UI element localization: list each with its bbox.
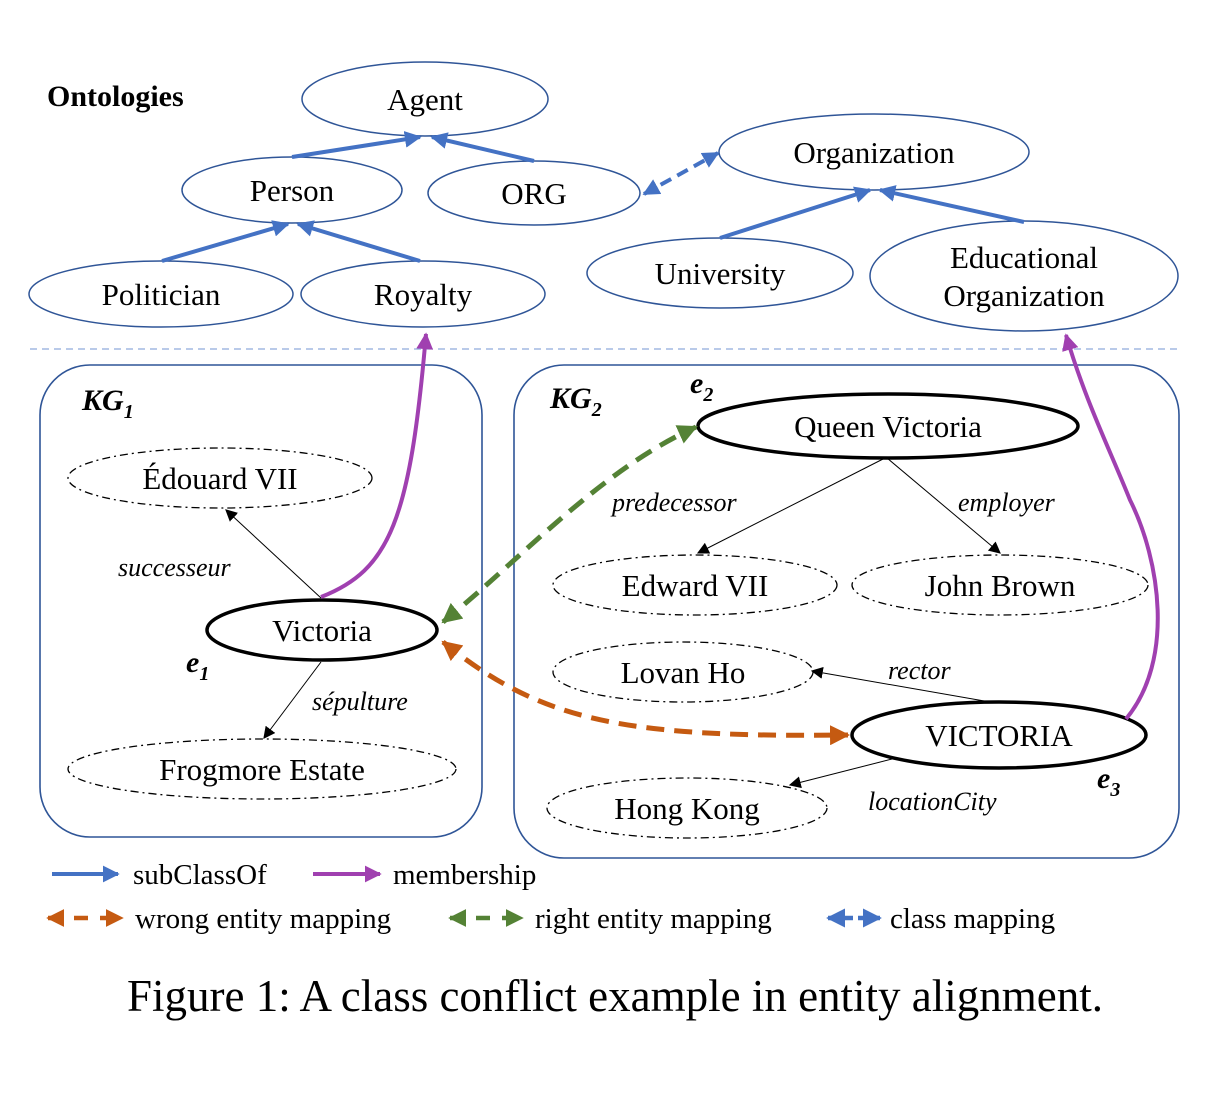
class-university: University: [586, 237, 854, 309]
kg2-edge-predecessor: [696, 457, 886, 554]
kg2-node-queen-victoria: Queen Victoria: [696, 392, 1080, 460]
legend-wrong-mapping-label: wrong entity mapping: [135, 903, 391, 935]
e1-label: e1: [186, 646, 209, 685]
wrong-entity-mapping: [441, 640, 850, 746]
class-educational-label-line2: Organization: [943, 278, 1105, 313]
membership-victoria-educational: [1062, 333, 1160, 721]
ontologies-title: Ontologies: [47, 80, 184, 113]
legend-item-right-mapping: right entity mapping: [448, 903, 772, 935]
legend-right-mapping-label: right entity mapping: [535, 903, 772, 935]
legend: subClassOf membership wrong entity mappi…: [46, 859, 1055, 935]
class-agent: Agent: [301, 61, 549, 137]
kg2-node-john-brown: John Brown: [851, 554, 1149, 616]
kg2-node-lovan-ho: Lovan Ho: [552, 641, 814, 703]
kg1-title: KG1: [81, 384, 134, 423]
e2-label: e2: [690, 367, 713, 406]
edge-royalty-person: [296, 220, 421, 263]
kg2-node-queen-victoria-label: Queen Victoria: [794, 409, 982, 444]
kg2-rel-predecessor: predecessor: [610, 488, 738, 517]
legend-item-wrong-mapping: wrong entity mapping: [46, 903, 391, 935]
subclass-edges: [161, 131, 1025, 263]
kg1-node-edouard: Édouard VII: [67, 447, 373, 509]
kg1-node-victoria: Victoria: [205, 598, 439, 662]
class-organization: Organization: [718, 113, 1030, 191]
class-politician-label: Politician: [102, 277, 221, 312]
kg2-node-hong-kong-label: Hong Kong: [614, 791, 760, 826]
edge-university-organization: [719, 186, 872, 240]
kg2-node-john-brown-label: John Brown: [925, 568, 1076, 603]
edge-politician-person: [161, 220, 290, 263]
kg2-rel-employer: employer: [958, 488, 1056, 517]
kg2-node-lovan-ho-label: Lovan Ho: [621, 655, 746, 690]
kg1-rel-successeur: successeur: [118, 553, 232, 582]
membership-victoria-royalty: [320, 332, 434, 599]
kg1-rel-sepulture: sépulture: [312, 687, 408, 716]
edge-educational-organization: [878, 185, 1025, 224]
class-royalty-label: Royalty: [374, 277, 473, 312]
kg1-node-victoria-label: Victoria: [272, 613, 372, 648]
kg2-node-victoria-upper-label: VICTORIA: [925, 718, 1073, 753]
kg2-edge-employer: [886, 457, 1001, 554]
kg2-rel-location-city: locationCity: [868, 787, 997, 816]
class-org: ORG: [427, 160, 641, 226]
kg2-rel-rector: rector: [888, 656, 951, 685]
edge-person-agent: [291, 131, 422, 159]
kg1-node-frogmore: Frogmore Estate: [67, 738, 457, 800]
kg1-edge-successeur: [225, 509, 322, 599]
legend-subclass-label: subClassOf: [133, 859, 267, 891]
kg2-edge-location-city: [788, 757, 897, 789]
kg2-node-edward: Edward VII: [552, 554, 838, 616]
class-person-label: Person: [250, 173, 335, 208]
kg1-edge-sepulture: [263, 661, 322, 739]
kg2-node-victoria-upper: VICTORIA: [850, 700, 1148, 770]
class-organization-label: Organization: [793, 135, 955, 170]
class-educational-label-line1: Educational: [950, 240, 1098, 275]
class-agent-label: Agent: [387, 82, 463, 117]
class-educational-organization: Educational Organization: [869, 220, 1179, 332]
class-politician: Politician: [28, 260, 294, 328]
class-mapping-org-organization: [642, 151, 720, 196]
class-royalty: Royalty: [300, 260, 546, 328]
kg2-node-edward-label: Edward VII: [622, 568, 769, 603]
edge-org-agent: [430, 132, 535, 163]
legend-item-subclass: subClassOf: [52, 859, 267, 891]
class-org-label: ORG: [501, 176, 566, 211]
figure-caption: Figure 1: A class conflict example in en…: [126, 971, 1104, 1021]
e3-label: e3: [1097, 762, 1120, 801]
kg1-node-frogmore-label: Frogmore Estate: [159, 752, 365, 787]
legend-item-class-mapping: class mapping: [826, 903, 1055, 935]
right-entity-mapping: [441, 424, 698, 624]
class-person: Person: [181, 156, 403, 224]
kg1-node-edouard-label: Édouard VII: [142, 461, 297, 496]
kg2-node-hong-kong: Hong Kong: [546, 777, 828, 839]
legend-membership-label: membership: [393, 859, 536, 891]
legend-item-membership: membership: [313, 859, 536, 891]
class-university-label: University: [655, 256, 786, 291]
legend-class-mapping-label: class mapping: [890, 903, 1055, 935]
kg2-title: KG2: [549, 382, 602, 421]
